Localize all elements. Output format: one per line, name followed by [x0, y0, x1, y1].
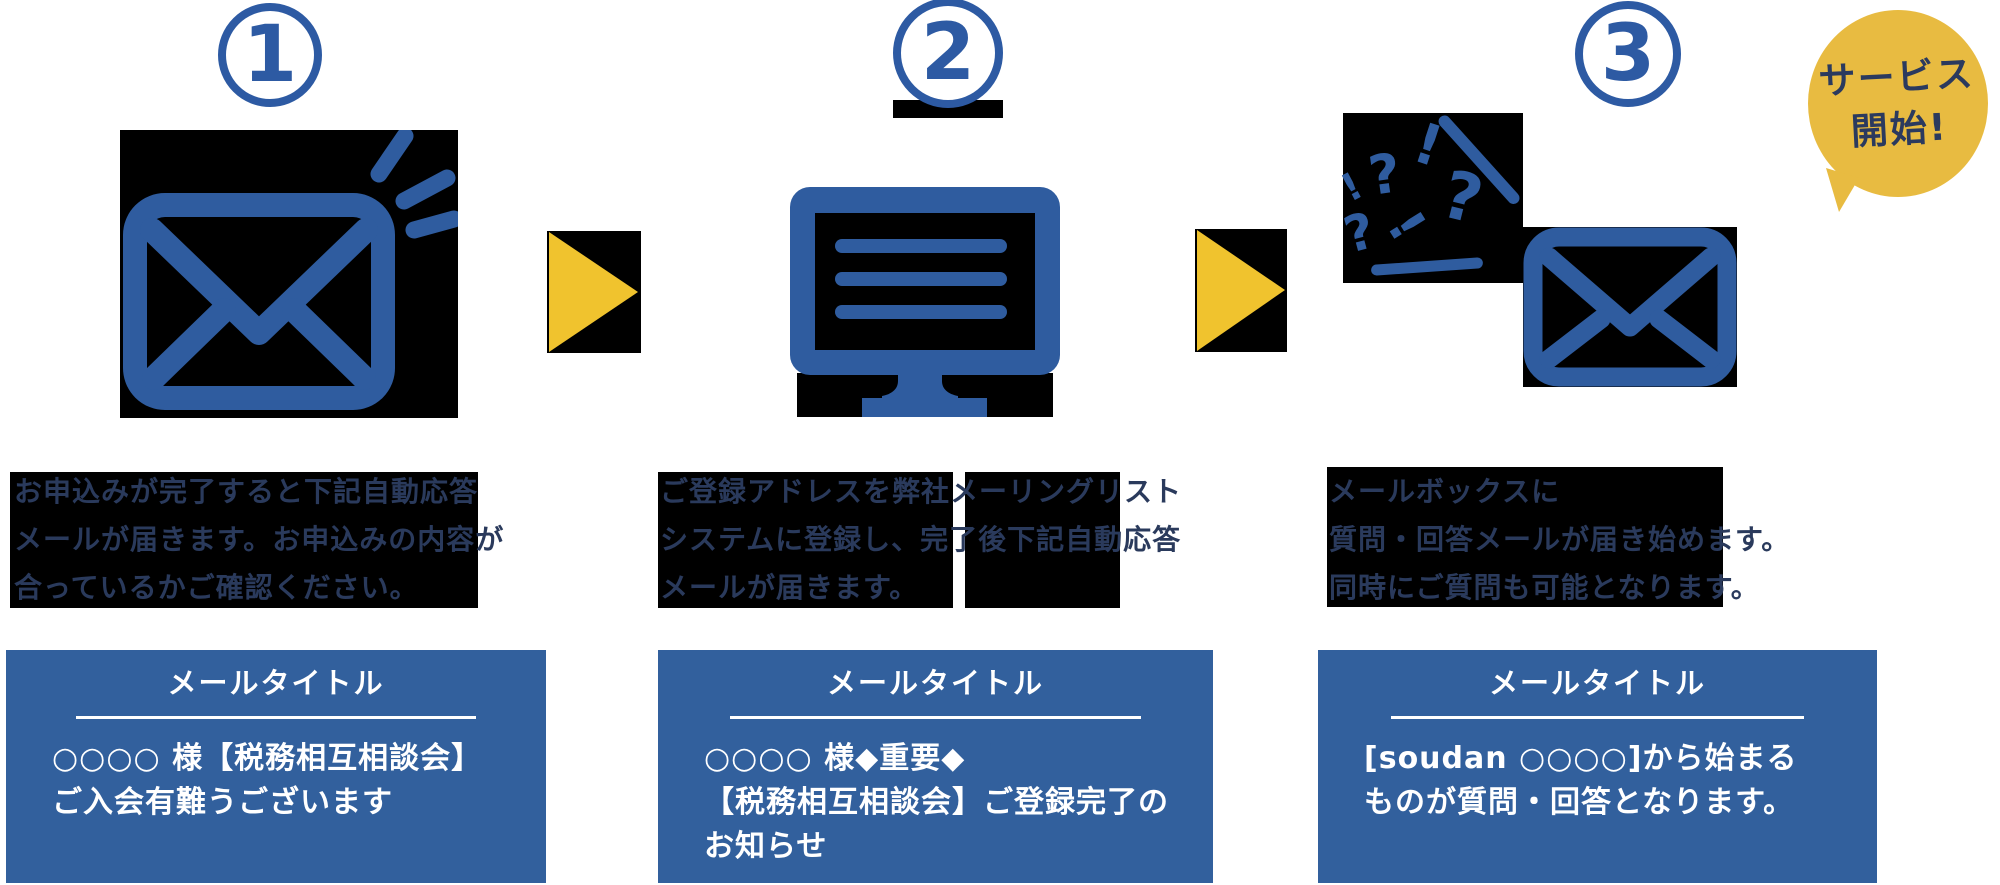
- divider: [1390, 716, 1805, 719]
- mail-subject-line: 【税務相互相談会】ご登録完了の: [704, 785, 1169, 820]
- step1-mail-subject: ○○○○ 様【税務相互相談会】 ご入会有難うございます: [6, 737, 546, 825]
- step2-mail-title-header: メールタイトル: [826, 666, 1044, 700]
- step3-description-line: メールボックスに: [1329, 475, 1561, 508]
- divider: [730, 716, 1141, 719]
- step1-mail-title-card: メールタイトル ○○○○ 様【税務相互相談会】 ご入会有難うございます: [6, 650, 546, 883]
- step1-description-bg: [10, 472, 478, 608]
- bubble-tail: [1826, 168, 1859, 212]
- step2-description-line: システムに登録し、完了後下記自動応答: [660, 523, 1182, 556]
- step2-description: ご登録アドレスを弊社メーリングリスト システムに登録し、完了後下記自動応答 メー…: [660, 468, 1182, 612]
- badge2-artifact-bar: [893, 100, 1003, 118]
- step2-description-line: メールが届きます。: [660, 571, 919, 604]
- mail-subject-line: ○○○○ 様◆重要◆: [704, 741, 966, 776]
- mail-subject-line: [soudan ○○○○]から始まる: [1364, 741, 1798, 776]
- exclamation-glyph: !: [1405, 110, 1451, 181]
- arrow-right-icon: [547, 231, 641, 353]
- step2-description-bg: [658, 472, 953, 608]
- mail-subject-line: ○○○○ 様【税務相互相談会】: [52, 741, 483, 776]
- question-glyph: ?: [1434, 155, 1491, 240]
- exclamation-glyph: !: [1333, 163, 1370, 211]
- step1-description: お申込みが完了すると下記自動応答 メールが届きます。お申込みの内容が 合っている…: [14, 468, 504, 612]
- step3-number: 3: [1600, 9, 1656, 99]
- step2-number-badge: 2: [893, 0, 1003, 108]
- step1-mail-title-header: メールタイトル: [167, 666, 385, 700]
- email-notification-icon: [120, 127, 463, 418]
- step3-description-line: 質問・回答メールが届き始めます。: [1329, 523, 1791, 556]
- step1-description-line: メールが届きます。お申込みの内容が: [14, 523, 505, 556]
- step3-mail-subject: [soudan ○○○○]から始まる ものが質問・回答となります。: [1318, 737, 1877, 825]
- dash-stroke: [1370, 257, 1484, 276]
- step1-description-line: お申込みが完了すると下記自動応答: [14, 475, 479, 508]
- step3-description: メールボックスに 質問・回答メールが届き始めます。 同時にご質問も可能となります…: [1329, 468, 1790, 612]
- step2-mail-title-card: メールタイトル ○○○○ 様◆重要◆ 【税務相互相談会】ご登録完了の お知らせ: [658, 650, 1213, 883]
- mail-subject-line: お知らせ: [704, 829, 828, 864]
- email-received-icon: [1523, 227, 1737, 387]
- step1-number-badge: 1: [218, 3, 322, 107]
- mail-subject-line: ご入会有難うございます: [52, 785, 393, 820]
- step3-description-bg: [1327, 467, 1723, 607]
- monitor-icon: [790, 187, 1060, 417]
- step3-mail-title-card: メールタイトル [soudan ○○○○]から始まる ものが質問・回答となります…: [1318, 650, 1877, 883]
- step3-mail-title-header: メールタイトル: [1488, 666, 1706, 700]
- divider: [76, 716, 476, 719]
- service-start-line: サービス: [1817, 51, 1976, 103]
- step3-description-line: 同時にご質問も可能となります。: [1329, 571, 1760, 604]
- step1-number: 1: [242, 10, 298, 100]
- service-start-line: 開始!: [1849, 104, 1949, 153]
- step2-number: 2: [920, 8, 976, 98]
- exclamation-glyph: !: [1375, 200, 1438, 252]
- mail-subject-line: ものが質問・回答となります。: [1364, 785, 1795, 820]
- step1-description-line: 合っているかご確認ください。: [14, 571, 419, 604]
- service-start-bubble: サービス 開始!: [1808, 10, 1988, 197]
- question-marks-icon: ! ? ? ! ? !: [1334, 110, 1523, 283]
- question-glyph: ?: [1337, 201, 1382, 265]
- arrow-right-icon: [1195, 229, 1287, 352]
- question-glyph: ?: [1364, 141, 1405, 208]
- step2-mail-subject: ○○○○ 様◆重要◆ 【税務相互相談会】ご登録完了の お知らせ: [658, 737, 1213, 869]
- step2-description-bg: [965, 472, 1120, 608]
- service-start-label: サービス 開始!: [1817, 47, 1978, 159]
- step2-description-line: ご登録アドレスを弊社メーリングリスト: [660, 475, 1183, 508]
- step3-number-badge: 3: [1575, 1, 1681, 107]
